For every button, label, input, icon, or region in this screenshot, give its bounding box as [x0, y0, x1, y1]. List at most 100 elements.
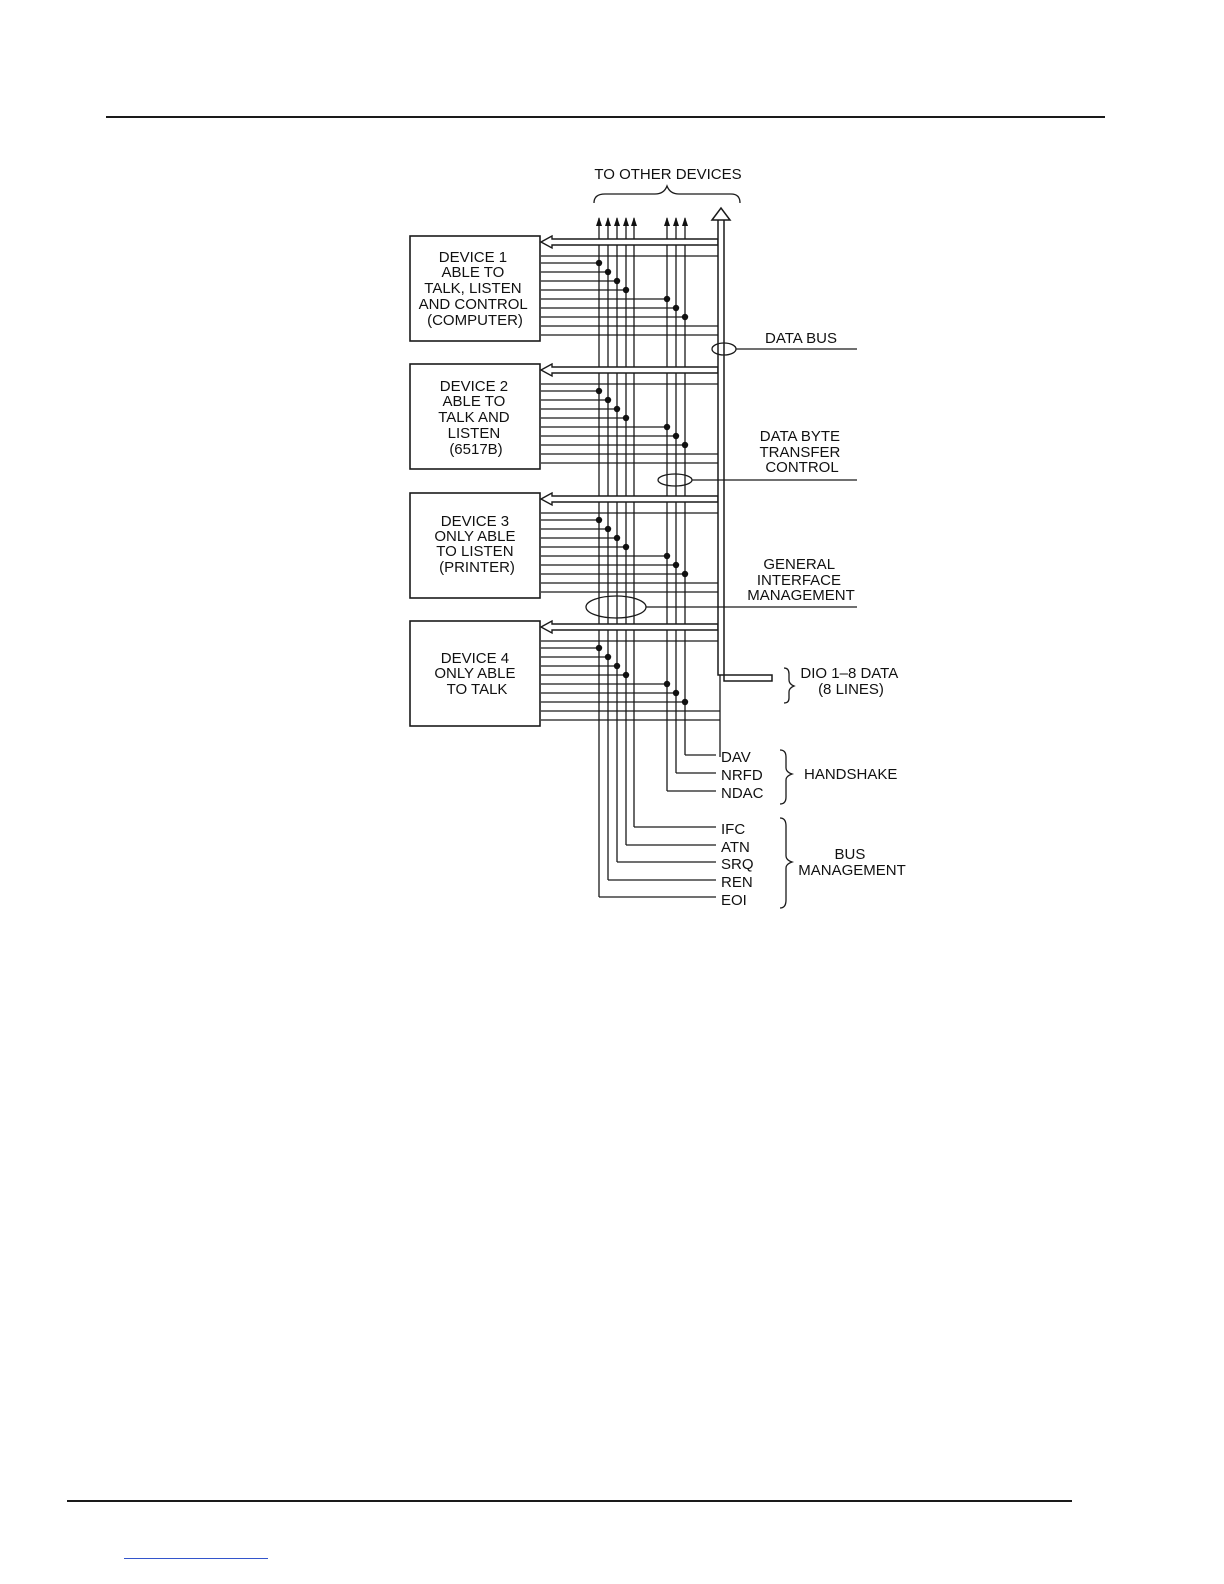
data-bus-label: DATA BUS	[765, 330, 837, 347]
bus-arrow-ren	[605, 217, 611, 226]
handshake-dav-label: DAV	[721, 749, 751, 766]
device-1-tap-dot-3	[613, 277, 621, 285]
gim-ellipse	[585, 595, 647, 619]
dio-label-line-1: DIO 1–8 DATA	[800, 665, 898, 682]
bus-arrow-srq	[614, 217, 620, 226]
device-3-frame-top	[541, 512, 721, 629]
dbtc-label-line-3: CONTROL	[765, 459, 838, 476]
footer-rule	[67, 1500, 1072, 1502]
busmgmt-group-line-1: BUS	[834, 846, 865, 863]
handshake-nrfd-label: NRFD	[721, 767, 763, 784]
device-3-data-bus-arrow	[539, 491, 719, 507]
device-4-tap-dot-3	[613, 662, 621, 670]
device-3-tap-dot-2	[604, 525, 612, 533]
device-4-tap-dot-1	[595, 644, 603, 652]
device-2-tap-dot-7	[681, 441, 689, 449]
device-3-tap-dot-3	[613, 534, 621, 542]
bus-arrow-atn	[623, 217, 629, 226]
device-2-text: DEVICE 2 ABLE TO TALK AND LISTEN (6517B)	[438, 378, 514, 458]
device-1-text: DEVICE 1 ABLE TO TALK, LISTEN AND CONTRO…	[419, 249, 532, 329]
dio-label: DIO 1–8 DATA (8 LINES)	[800, 665, 901, 698]
device-2-box	[409, 363, 541, 470]
device-2-tap-dot-1	[595, 387, 603, 395]
device-3-tap-dot-6	[672, 561, 680, 569]
device-2-line-5: (6517B)	[449, 441, 502, 458]
device-4-tap-dot-5	[663, 680, 671, 688]
dbtc-label-line-2: TRANSFER	[759, 444, 840, 461]
device-3-box	[409, 492, 541, 599]
dbtc-label-line-1: DATA BYTE	[760, 428, 840, 445]
device-4-frame-top	[541, 640, 721, 757]
device-3-line-3: TO LISTEN	[436, 543, 513, 560]
device-2-line-4: LISTEN	[448, 425, 501, 442]
device-4-line-2: ONLY ABLE	[434, 665, 515, 682]
bus-wires	[539, 218, 721, 898]
device-1-line-2: ABLE TO	[442, 264, 505, 281]
device-3-text: DEVICE 3 ONLY ABLE TO LISTEN (PRINTER)	[434, 513, 519, 576]
device-1-tap-dot-7	[681, 313, 689, 321]
device-1-data-bus-arrow	[539, 234, 719, 250]
device-4-tap-dot-6	[672, 689, 680, 697]
device-2-tap-dot-4	[622, 414, 630, 422]
device-4-text: DEVICE 4 ONLY ABLE TO TALK	[434, 650, 519, 698]
device-2-line-2: ABLE TO	[443, 393, 506, 410]
bus-arrow-nrfd	[673, 217, 679, 226]
busmgmt-ren-label: REN	[721, 874, 753, 891]
device-4-data-bus-arrow	[539, 619, 719, 635]
dio-label-line-2: (8 LINES)	[818, 681, 884, 698]
device-2-tap-dot-2	[604, 396, 612, 404]
device-3-line-2: ONLY ABLE	[434, 528, 515, 545]
dio-brace	[783, 667, 796, 704]
busmgmt-group-line-2: MANAGEMENT	[798, 862, 906, 879]
device-1-frame-top	[541, 255, 721, 372]
device-4-line-1: DEVICE 4	[441, 650, 509, 667]
device-3-tap-dot-4	[622, 543, 630, 551]
device-1-tap-dot-1	[595, 259, 603, 267]
gim-label-line-3: MANAGEMENT	[747, 587, 855, 604]
device-2-tap-dot-5	[663, 423, 671, 431]
footer-link-underline[interactable]	[124, 1558, 268, 1559]
device-1-box	[409, 235, 541, 342]
handshake-ndac-label: NDAC	[721, 785, 764, 802]
busmgmt-ifc-label: IFC	[721, 821, 745, 838]
device-3-tap-dot-7	[681, 570, 689, 578]
device-1-tap-dot-4	[622, 286, 630, 294]
device-2-tap-dot-6	[672, 432, 680, 440]
device-4-tap-dot-7	[681, 698, 689, 706]
bus-arrows	[596, 217, 688, 226]
device-4-box	[409, 620, 541, 727]
busmgmt-brace	[779, 817, 795, 909]
busmgmt-group-label: BUS MANAGEMENT	[798, 846, 906, 879]
bus-arrow-dav	[682, 217, 688, 226]
handshake-brace	[779, 749, 795, 805]
handshake-group-label: HANDSHAKE	[804, 766, 897, 783]
device-2-line-3: TALK AND	[438, 409, 510, 426]
dbtc-ellipse	[657, 473, 693, 487]
device-3-line-4: (PRINTER)	[439, 559, 515, 576]
device-1-line-4: AND CONTROL	[419, 296, 528, 313]
data-bus-top-arrow	[710, 206, 732, 221]
busmgmt-srq-label: SRQ	[721, 856, 754, 873]
device-2-data-bus-arrow	[539, 362, 719, 378]
busmgmt-atn-label: ATN	[721, 839, 750, 856]
gim-label: GENERAL INTERFACE MANAGEMENT	[747, 556, 855, 604]
device-1-tap-dot-2	[604, 268, 612, 276]
bus-arrow-ifc	[631, 217, 637, 226]
device-2-frame-top	[541, 383, 721, 500]
gim-label-line-2: INTERFACE	[757, 572, 841, 589]
top-brace	[593, 184, 741, 204]
bus-arrow-eoi	[596, 217, 602, 226]
connection-dots	[595, 259, 689, 706]
device-4-line-3: TO TALK	[447, 681, 508, 698]
device-4-tap-dot-4	[622, 671, 630, 679]
bus-arrow-ndac	[664, 217, 670, 226]
device-1-line-5: (COMPUTER)	[427, 312, 523, 329]
device-3-line-1: DEVICE 3	[441, 513, 509, 530]
device-3-tap-dot-5	[663, 552, 671, 560]
device-1-line-3: TALK, LISTEN	[424, 280, 521, 297]
dbtc-label: DATA BYTE TRANSFER CONTROL	[759, 428, 844, 476]
device-boxes	[409, 235, 541, 727]
device-1-tap-dot-6	[672, 304, 680, 312]
device-1-tap-dot-5	[663, 295, 671, 303]
